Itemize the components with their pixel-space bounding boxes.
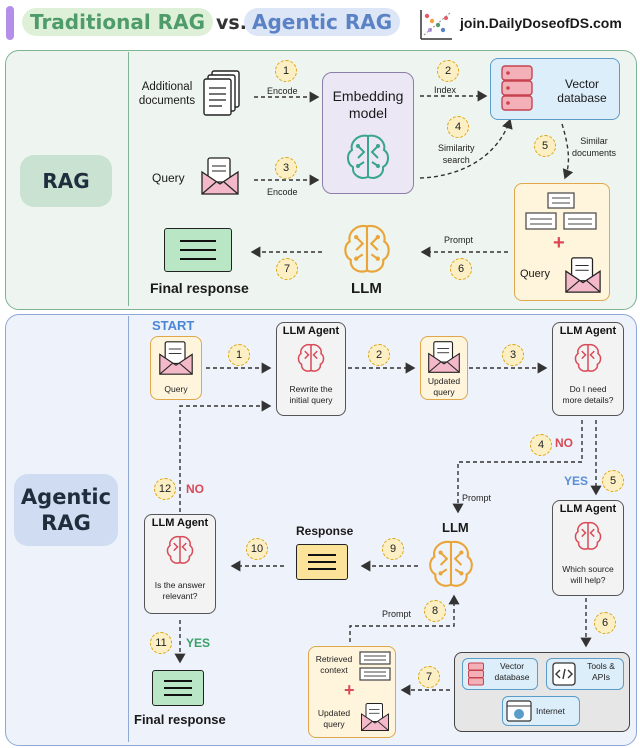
- agent-source-caption: Which source will help?: [562, 564, 614, 585]
- rag-step-2-label: Index: [434, 85, 457, 95]
- rag-step-7: 7: [276, 258, 298, 280]
- updated-query-envelope-icon: [428, 341, 460, 373]
- agentic-step-9: 9: [382, 538, 404, 560]
- header-accent-bar: [6, 6, 14, 40]
- agentic-section-label: Agentic RAG: [14, 474, 118, 546]
- title-agentic-rag: Agentic RAG: [244, 8, 401, 36]
- agentic-final-response-label: Final response: [134, 712, 226, 727]
- rag-step-1: 1: [275, 60, 297, 82]
- retrieved-query-envelope-icon: [361, 703, 389, 731]
- agent-relevant-box: [144, 514, 216, 614]
- database-icon: [501, 65, 533, 111]
- agent-details-title: LLM Agent: [559, 325, 617, 337]
- rag-llm-label: LLM: [351, 280, 382, 297]
- rag-step-6: 6: [450, 258, 472, 280]
- agent-relevant-title: LLM Agent: [151, 517, 209, 529]
- agentic-query-envelope-icon: [159, 341, 193, 375]
- agentic-query-label: Query: [164, 384, 188, 394]
- agent-relevant-caption: Is the answer relevant?: [154, 580, 206, 601]
- prompt-label-lower: Prompt: [382, 609, 412, 619]
- agent-rewrite-brain-icon: [297, 343, 325, 372]
- agentic-panel-divider: [128, 316, 129, 742]
- source-vector-db-label: Vector database: [494, 661, 530, 682]
- source-database-icon: [468, 662, 484, 686]
- plus-icon: +: [553, 232, 565, 254]
- agentic-step-8: 8: [424, 600, 446, 622]
- additional-documents-label: Additional documents: [138, 81, 196, 107]
- agentic-step-5: 5: [602, 470, 624, 492]
- source-tools-apis-label: Tools & APIs: [587, 661, 615, 682]
- rag-llm-brain-icon: [344, 224, 390, 273]
- embedding-brain-icon: [347, 134, 389, 179]
- rag-step-5-label: Similar documents: [572, 136, 617, 158]
- agent-rewrite-title: LLM Agent: [282, 325, 340, 337]
- no-label-details: NO: [555, 436, 573, 450]
- retrieved-docs-icon: [525, 192, 597, 230]
- rag-final-response-lines-icon: [180, 240, 216, 260]
- updated-query-label: Updated query: [427, 376, 461, 397]
- title-traditional-rag: Traditional RAG: [22, 8, 213, 36]
- brand-logo-icon: [420, 10, 452, 40]
- embedding-model-label: Embedding model: [332, 88, 404, 121]
- response-lines-icon: [308, 554, 336, 570]
- rag-query-label: Query: [152, 171, 185, 185]
- agent-details-caption: Do I need more details?: [562, 384, 614, 405]
- agentic-step-11: 11: [150, 632, 172, 654]
- rag-panel-divider: [128, 52, 129, 306]
- agentic-step-7: 7: [418, 666, 440, 688]
- documents-icon: [203, 70, 240, 116]
- yes-label-relevant: YES: [186, 636, 211, 650]
- retrieved-context-label: Retrieved context: [315, 654, 353, 675]
- agentic-step-4: 4: [530, 434, 552, 456]
- rag-step-3-label: Encode: [267, 187, 298, 197]
- agentic-step-2: 2: [368, 344, 390, 366]
- rag-step-1-label: Encode: [267, 86, 298, 96]
- agentic-llm-brain-icon: [429, 540, 473, 587]
- response-label: Response: [296, 524, 354, 538]
- agentic-step-12: 12: [154, 478, 176, 500]
- rag-step-4: 4: [447, 116, 469, 138]
- retrieved-plus-icon: +: [344, 680, 355, 700]
- agentic-final-response-lines-icon: [164, 680, 192, 696]
- rag-step-2: 2: [437, 60, 459, 82]
- start-label: START: [152, 318, 195, 333]
- agentic-step-10: 10: [246, 538, 268, 560]
- rag-step-3: 3: [275, 157, 297, 179]
- source-internet-label: Internet: [536, 706, 565, 716]
- agentic-final-response-box: [152, 670, 204, 706]
- title-vs: vs.: [216, 12, 247, 34]
- agentic-step-6: 6: [594, 612, 616, 634]
- internet-icon: [506, 700, 532, 722]
- rag-step-5: 5: [534, 135, 556, 157]
- rag-step-4-label: Similarity search: [438, 143, 475, 165]
- agent-source-brain-icon: [574, 521, 602, 550]
- retrieved-context-docs-icon: [359, 651, 391, 681]
- agentic-llm-label: LLM: [442, 520, 469, 535]
- agent-details-box: [552, 322, 624, 416]
- brand-url[interactable]: join.DailyDoseofDS.com: [460, 15, 622, 31]
- agentic-step-3: 3: [502, 344, 524, 366]
- rag-final-response-label: Final response: [150, 280, 249, 296]
- yes-label-details: YES: [564, 474, 589, 488]
- prompt-query-label: Query: [520, 268, 550, 280]
- rag-section-label: RAG: [20, 155, 112, 207]
- no-label-relevant: NO: [186, 482, 204, 496]
- agent-rewrite-caption: Rewrite the initial query: [289, 384, 333, 405]
- vector-database-label: Vector database: [557, 77, 607, 105]
- rag-step-6-label: Prompt: [444, 235, 474, 245]
- code-icon: [552, 662, 576, 686]
- prompt-label-upper: Prompt: [462, 493, 492, 503]
- agent-details-brain-icon: [574, 343, 602, 372]
- query-envelope-icon: [201, 157, 239, 195]
- prompt-query-envelope-icon: [565, 257, 601, 293]
- agent-relevant-brain-icon: [166, 535, 194, 564]
- agent-source-title: LLM Agent: [559, 503, 617, 515]
- agentic-step-1: 1: [228, 344, 250, 366]
- retrieved-updated-query-label: Updated query: [317, 708, 351, 729]
